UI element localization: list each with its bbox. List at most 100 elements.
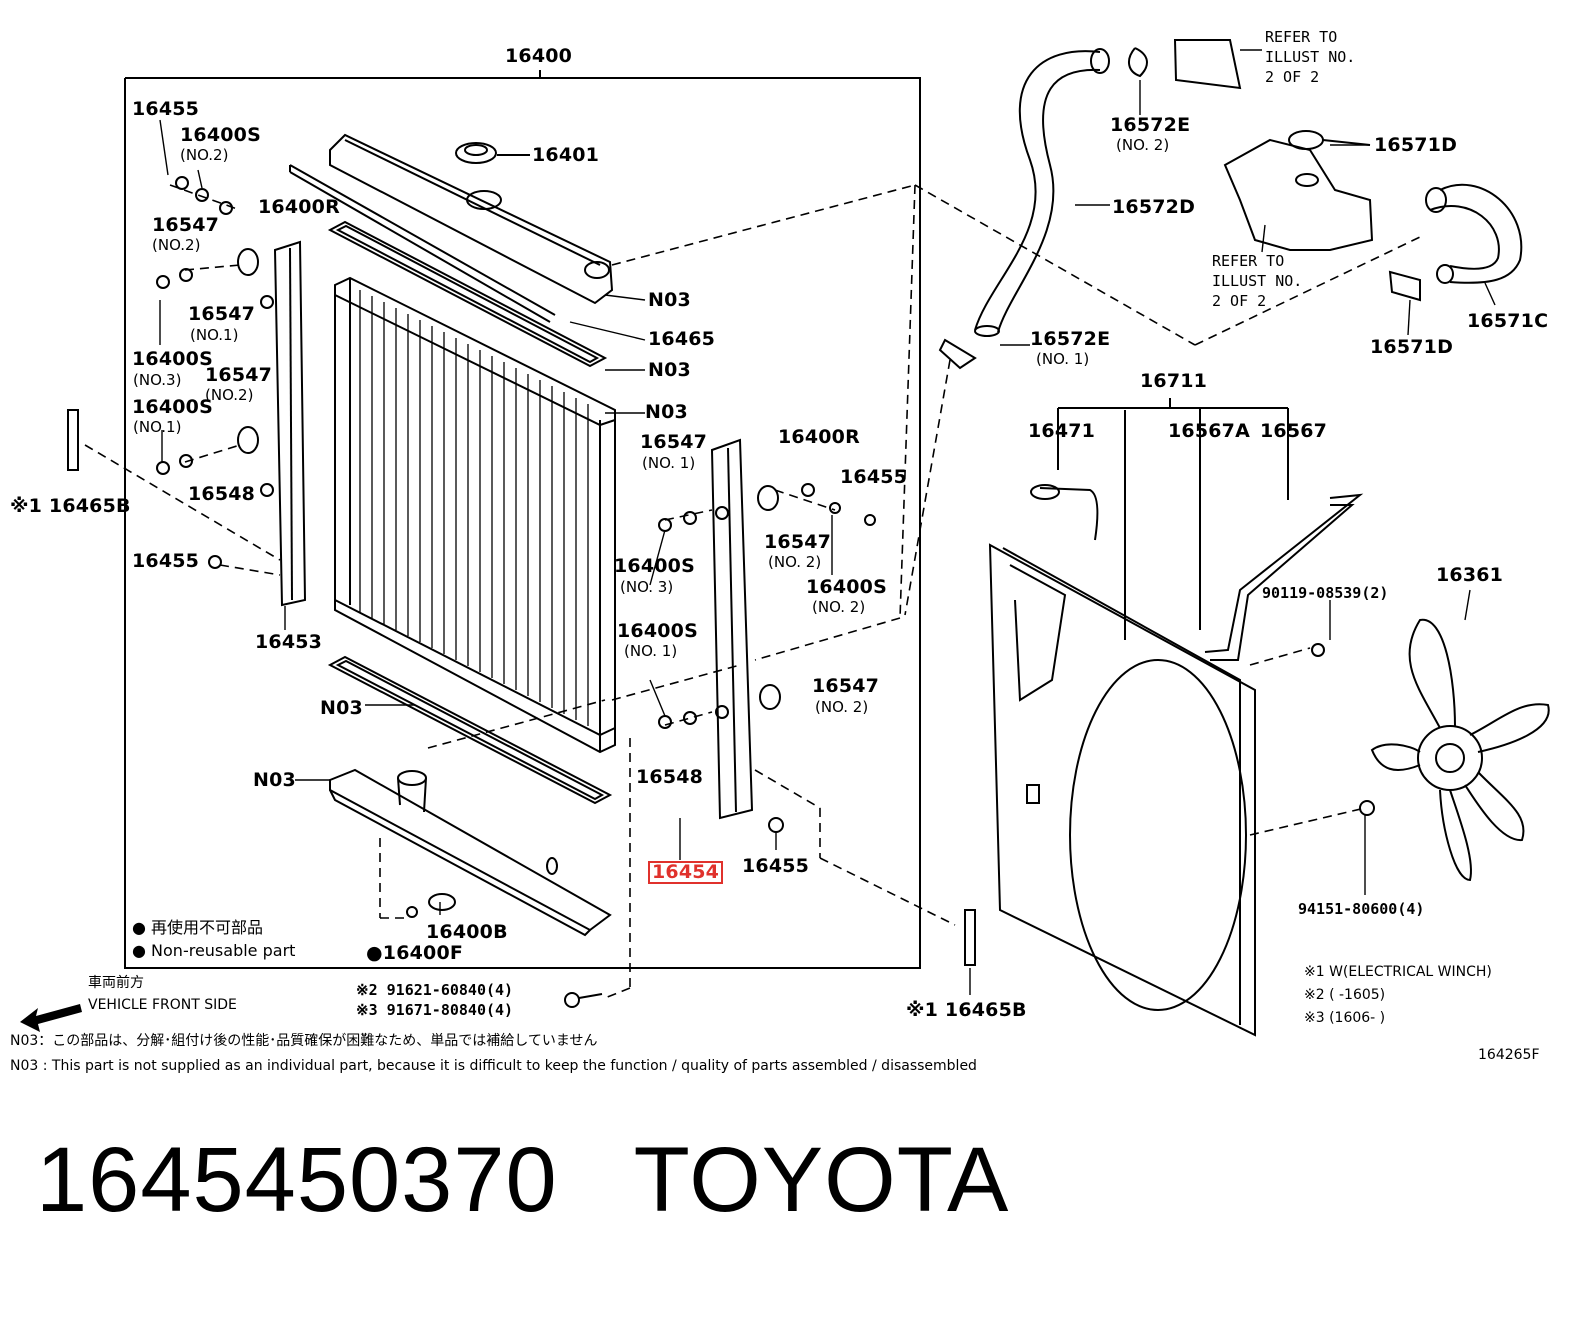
refer-note-line: ILLUST NO. [1265,48,1356,66]
part-label-16572d[interactable]: 16572D [1112,196,1196,218]
footnote-2: ※2 ( -1605) [1304,987,1386,1003]
part-label-16465b[interactable]: ※1 16465B [10,495,131,517]
part-label-16471[interactable]: 16471 [1028,420,1096,442]
part-label-n03[interactable]: N03 [648,359,691,381]
part-label-16400s[interactable]: 16400S [614,555,695,577]
part-label-16400r[interactable]: 16400R [258,196,340,218]
spacer-16465b [67,409,976,966]
note-n03-en: N03 : This part is not supplied as an in… [10,1058,977,1074]
part-sublabel: (NO. 2) [815,698,869,716]
part-label-bolt-2[interactable]: ※2 91621-60840(4) [356,981,514,999]
part-label-16711[interactable]: 16711 [1140,370,1208,392]
part-label-16400s[interactable]: 16400S [617,620,698,642]
legend-nonreusable-en: ● Non-reusable part [132,941,296,960]
part-label-16572e[interactable]: 16572E [1110,114,1191,136]
bracket-lines-16711 [1057,398,1289,630]
part-label-16465b[interactable]: ※1 16465B [906,999,1027,1021]
part-label-16547[interactable]: 16547 [188,303,256,325]
part-label-16455[interactable]: 16455 [132,550,200,572]
lower-gasket [327,655,613,805]
right-side-support [710,438,754,820]
part-sublabel: (NO. 2) [768,553,822,571]
part-label-16453[interactable]: 16453 [255,631,323,653]
refer-note-line: REFER TO [1265,28,1338,46]
footnote-1: ※1 W(ELECTRICAL WINCH) [1304,964,1492,980]
lower-hose [1388,183,1523,302]
part-label-16400r[interactable]: 16400R [778,426,860,448]
part-sublabel: (NO.1) [133,418,182,436]
part-label-16548[interactable]: 16548 [636,766,704,788]
part-label-16571d[interactable]: 16571D [1374,134,1458,156]
part-label-16567a[interactable]: 16567A [1168,420,1251,442]
shroud-pipe-16567 [1204,493,1364,661]
part-sublabel: (NO.2) [205,386,254,404]
assembly-frame [124,70,921,969]
part-sublabel: (NO. 1) [642,454,696,472]
part-label-bolt-3[interactable]: ※3 91671-80840(4) [356,1001,514,1019]
part-label-16400s[interactable]: 16400S [132,396,213,418]
left-side-support [260,240,307,607]
part-label-16400s[interactable]: 16400S [806,576,887,598]
part-label-n03[interactable]: N03 [320,697,363,719]
part-label-16465[interactable]: 16465 [648,328,716,350]
part-label-16571d[interactable]: 16571D [1370,336,1454,358]
shroud-hose-16471 [1030,484,1099,541]
part-label-16547[interactable]: 16547 [152,214,220,236]
cooling-fan [1370,618,1550,882]
part-label-16400b[interactable]: 16400B [426,921,508,943]
part-label-n03[interactable]: N03 [645,401,688,423]
note-n03-jp: N03：この部品は、分解･組付け後の性能･品質確保が困難なため、単品では補給して… [10,1033,598,1049]
upper-gasket [327,220,608,368]
caption-part-number: 1645450370 [36,1129,558,1231]
part-label-16571c[interactable]: 16571C [1467,310,1549,332]
legend-nonreusable-jp: ● 再使用不可部品 [132,918,264,937]
part-label-16361[interactable]: 16361 [1436,564,1504,586]
part-label-16547[interactable]: 16547 [764,531,832,553]
part-label-90119[interactable]: 90119-08539(2) [1262,584,1389,602]
part-sublabel: (NO. 1) [624,642,678,660]
part-sublabel: (NO. 2) [1116,136,1170,154]
part-label-16401[interactable]: 16401 [532,144,600,166]
part-sublabel: (NO.2) [152,236,201,254]
part-label-16455[interactable]: 16455 [742,855,810,877]
part-label-16567[interactable]: 16567 [1260,420,1328,442]
water-outlet [1223,130,1374,251]
leader-lines [159,49,1496,995]
radiator-core [334,276,616,754]
part-label-16572e[interactable]: 16572E [1030,328,1111,350]
part-label-16547[interactable]: 16547 [640,431,708,453]
part-sublabel: (NO. 3) [620,578,674,596]
fasteners [156,176,1375,1008]
upper-hose [938,39,1242,370]
part-sublabel: (NO.1) [190,326,239,344]
part-label-16548[interactable]: 16548 [188,483,256,505]
parts-diagram: 16400 16455 16400S (NO.2) 16400R 16547 (… [10,28,1550,1074]
refer-note-line: ILLUST NO. [1212,272,1303,290]
legend-front-en: VEHICLE FRONT SIDE [88,997,237,1013]
part-label-n03[interactable]: N03 [648,289,691,311]
part-label-16455[interactable]: 16455 [840,466,908,488]
upper-tank [289,133,614,323]
legend-front-jp: 車両前方 [88,975,144,991]
part-label-n03[interactable]: N03 [253,769,296,791]
assembly-number: 16400 [505,45,573,67]
radiator-cap-drawing [455,142,530,210]
part-label-16547[interactable]: 16547 [812,675,880,697]
footnote-3: ※3 (1606- ) [1304,1010,1386,1026]
part-label-16400s[interactable]: 16400S [132,348,213,370]
part-sublabel: (NO.2) [180,146,229,164]
part-label-16400f[interactable]: ●16400F [366,942,464,964]
illustration-code: 164265F [1478,1047,1540,1063]
highlighted-part-label-16454[interactable]: 16454 [648,861,724,884]
part-label-16547[interactable]: 16547 [205,364,273,386]
part-label-94151[interactable]: 94151-80600(4) [1298,900,1425,918]
part-label-16455[interactable]: 16455 [132,98,200,120]
caption-brand: TOYOTA [633,1129,1010,1231]
diagram-drawing [20,39,1550,1037]
part-label-16400s[interactable]: 16400S [180,124,261,146]
fan-shroud [988,410,1256,1037]
lower-tank [329,768,612,937]
front-arrow [20,1004,82,1032]
refer-note-line: REFER TO [1212,252,1285,270]
